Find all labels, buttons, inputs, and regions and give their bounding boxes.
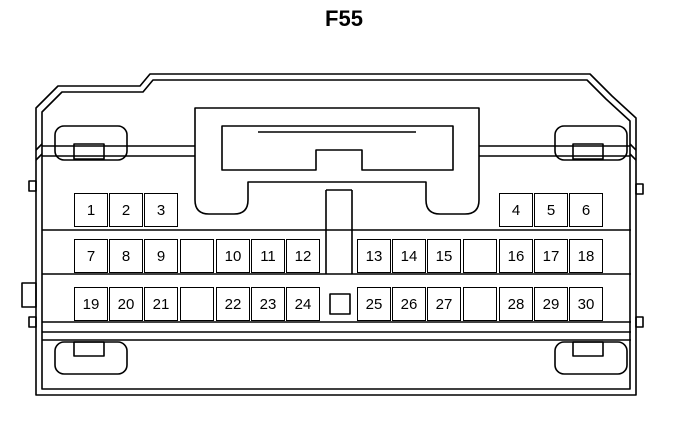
right-latch-top — [554, 125, 628, 161]
pin-11: 11 — [251, 239, 285, 273]
left-notch-bottom — [28, 316, 37, 328]
pin-5: 5 — [534, 193, 568, 227]
pin-8: 8 — [109, 239, 143, 273]
blank-cavity — [463, 287, 497, 321]
blank-cavity — [180, 287, 214, 321]
blank-cavity — [180, 239, 214, 273]
right-latch-bottom — [554, 341, 628, 375]
pin-15: 15 — [427, 239, 461, 273]
pin-2: 2 — [109, 193, 143, 227]
pin-21: 21 — [144, 287, 178, 321]
left-side-tab — [21, 282, 37, 308]
pin-17: 17 — [534, 239, 568, 273]
pin-22: 22 — [216, 287, 250, 321]
pin-14: 14 — [392, 239, 426, 273]
pin-30: 30 — [569, 287, 603, 321]
pin-19: 19 — [74, 287, 108, 321]
pin-1: 1 — [74, 193, 108, 227]
right-notch-bottom — [635, 316, 644, 328]
right-notch-top — [635, 183, 644, 195]
pin-28: 28 — [499, 287, 533, 321]
center-key — [329, 293, 351, 315]
pin-6: 6 — [569, 193, 603, 227]
connector-title: F55 — [325, 6, 363, 31]
pin-20: 20 — [109, 287, 143, 321]
connector-housing-outline — [35, 73, 637, 396]
left-notch-top — [28, 180, 37, 192]
center-lock-outer — [194, 107, 480, 215]
pin-27: 27 — [427, 287, 461, 321]
pin-7: 7 — [74, 239, 108, 273]
pin-16: 16 — [499, 239, 533, 273]
pin-23: 23 — [251, 287, 285, 321]
pin-13: 13 — [357, 239, 391, 273]
pin-24: 24 — [286, 287, 320, 321]
pin-12: 12 — [286, 239, 320, 273]
center-divider — [325, 189, 353, 274]
pin-9: 9 — [144, 239, 178, 273]
bottom-rail — [42, 331, 631, 341]
pin-26: 26 — [392, 287, 426, 321]
center-lock-inner — [221, 125, 454, 171]
pin-4: 4 — [499, 193, 533, 227]
pin-25: 25 — [357, 287, 391, 321]
pin-10: 10 — [216, 239, 250, 273]
blank-cavity — [463, 239, 497, 273]
left-latch-bottom — [54, 341, 128, 375]
pin-18: 18 — [569, 239, 603, 273]
pin-3: 3 — [144, 193, 178, 227]
left-latch-top — [54, 125, 128, 161]
pin-29: 29 — [534, 287, 568, 321]
connector-housing-inner — [41, 79, 631, 390]
